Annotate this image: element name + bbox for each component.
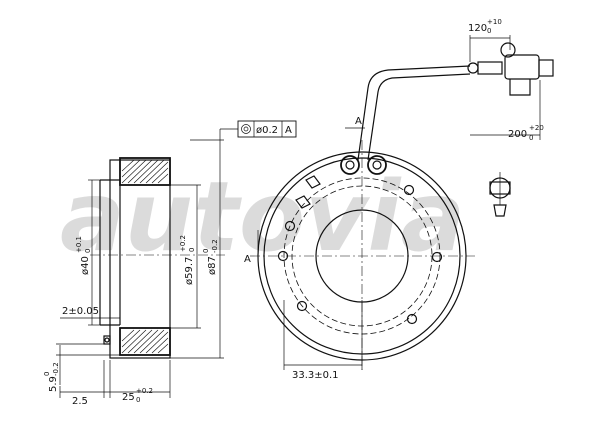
dim-59-7: ø59.7: [184, 257, 195, 285]
svg-text:+0.2: +0.2: [179, 235, 187, 252]
dim-87: ø87: [207, 256, 218, 275]
coil-bottom-section: [119, 327, 171, 356]
svg-text:0: 0: [202, 249, 210, 253]
section-marker-left: A: [244, 254, 251, 265]
svg-text:+10: +10: [487, 18, 502, 26]
svg-text:0: 0: [136, 396, 140, 404]
concentricity-icon: [241, 124, 251, 134]
watermark-text: autovia: [60, 161, 465, 273]
svg-text:-0.2: -0.2: [52, 362, 60, 376]
clip-detail: [489, 172, 511, 217]
section-dimension-lines: [56, 139, 224, 398]
front-view: A A: [244, 65, 475, 370]
tolerance-value: ø0.2: [256, 125, 278, 136]
dim-bore-40: ø40: [80, 256, 91, 275]
geometric-tolerance-frame: ø0.2 A: [219, 120, 297, 140]
dim-33-3: 33.3±0.1: [292, 370, 339, 381]
coil-top-section: [119, 157, 171, 186]
svg-text:+0.2: +0.2: [136, 387, 153, 395]
dim-2: 2±0.05: [62, 306, 99, 317]
svg-text:0: 0: [529, 134, 533, 142]
svg-text:0: 0: [188, 248, 196, 252]
svg-text:+0.1: +0.1: [75, 236, 83, 253]
svg-text:0: 0: [84, 249, 92, 253]
datum-ref: A: [285, 125, 292, 136]
dim-120: 120: [468, 23, 487, 34]
connector: [467, 35, 554, 140]
svg-text:0: 0: [487, 27, 491, 35]
svg-text:+20: +20: [529, 124, 544, 132]
dim-25: 25: [122, 392, 135, 403]
dim-5-9: 5.9: [48, 376, 59, 392]
svg-text:0: 0: [43, 372, 51, 376]
dimension-labels: 120 +10 0 200 +20 0 ø40 +0.1 0 ø59.7 +0.…: [43, 18, 544, 407]
svg-text:-0.2: -0.2: [211, 239, 219, 253]
section-marker-top: A: [355, 116, 362, 127]
dim-200: 200: [508, 129, 527, 140]
dim-2-5: 2.5: [72, 396, 88, 407]
